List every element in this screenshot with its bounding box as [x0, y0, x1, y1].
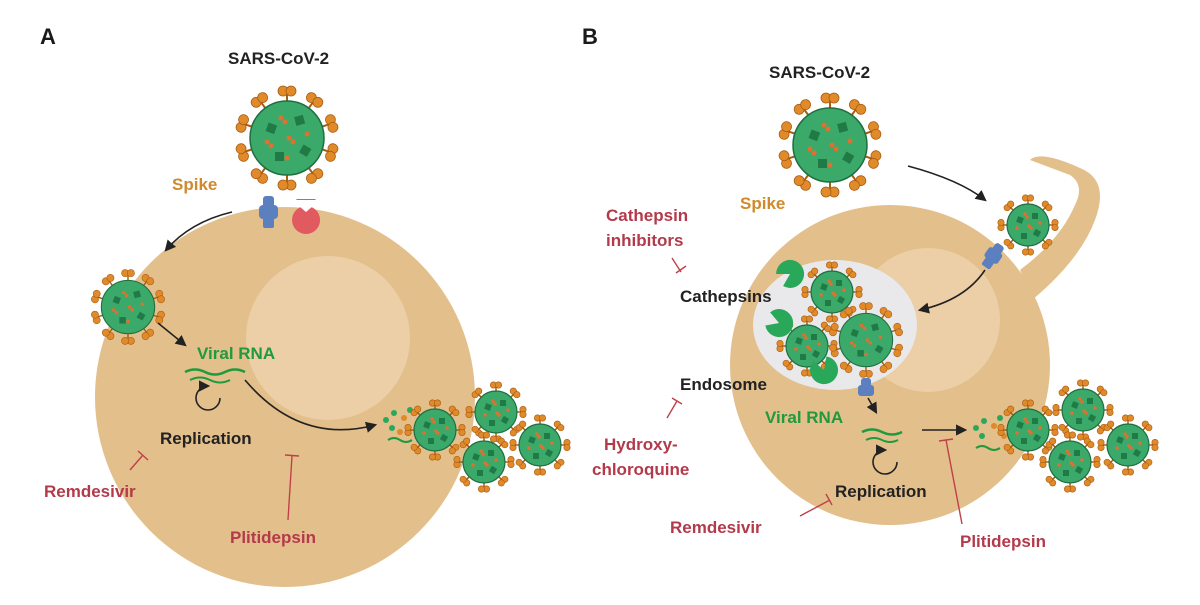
panel-b-arrow-rna — [866, 397, 878, 414]
panel-a: A SARS-CoV-2 Spike Viral RNA Replication — [40, 24, 571, 587]
panel-b-arrow-approach — [907, 165, 987, 202]
panel-a-protease — [292, 199, 321, 234]
panel-b-spike-label: Spike — [740, 194, 785, 213]
panel-b-remdesivir-inhibitor — [799, 493, 833, 517]
panel-b-cathepsins-label: Cathepsins — [680, 287, 772, 306]
panel-a-remdesivir-label: Remdesivir — [44, 482, 136, 501]
panel-a-remdesivir-inhibitor — [129, 450, 149, 471]
panel-b-endosome-label: Endosome — [680, 375, 767, 394]
panel-b-cathepsin-inhibitors-line2: inhibitors — [606, 231, 683, 250]
panel-a-replication-label: Replication — [160, 429, 252, 448]
panel-a-plitidepsin-inhibitor — [284, 454, 300, 521]
panel-a-nucleus — [246, 256, 410, 420]
panel-b-cathepsin-inhibitor-symbol — [671, 257, 687, 274]
panel-a-ace2-receptor — [259, 196, 278, 228]
panel-b: B SARS-CoV-2 Spike Ca — [582, 24, 1159, 551]
panel-b-label: B — [582, 24, 598, 49]
panel-b-cell-protrusion — [1020, 156, 1100, 300]
panel-a-viral-rna-label: Viral RNA — [197, 344, 275, 363]
panel-a-arrow-entry — [164, 211, 233, 252]
panel-a-arrow-exit — [244, 379, 378, 433]
panel-b-hydroxychloroquine-line1: Hydroxy- — [604, 435, 678, 454]
panel-b-rna-strand — [861, 428, 903, 436]
panel-a-label: A — [40, 24, 56, 49]
panel-b-remdesivir-label: Remdesivir — [670, 518, 762, 537]
panel-b-arrow-endocytosis — [917, 269, 986, 314]
panel-b-virus-label: SARS-CoV-2 — [769, 63, 870, 82]
panel-a-arrow-rna — [157, 322, 187, 347]
panel-a-rna-strand — [184, 368, 246, 376]
panel-b-replication-cycle-icon — [872, 444, 898, 475]
panel-b-plitidepsin-inhibitor — [938, 438, 963, 525]
panel-b-endosome-receptor — [858, 378, 874, 396]
panel-b-virus-exit-3 — [1039, 431, 1101, 493]
panel-b-hydroxychloroquine-line2: chloroquine — [592, 460, 689, 479]
panel-b-viral-rna-label: Viral RNA — [765, 408, 843, 427]
panel-b-virus-exit-4 — [1097, 414, 1159, 476]
panel-b-virus-top — [776, 92, 884, 198]
panel-a-spike-label: Spike — [172, 175, 217, 194]
panel-b-virus-exit-2 — [1052, 379, 1114, 441]
panel-b-replication-label: Replication — [835, 482, 927, 501]
panel-a-replication-cycle-icon — [195, 380, 221, 411]
panel-a-virus-top — [233, 85, 341, 191]
panel-b-plitidepsin-label: Plitidepsin — [960, 532, 1046, 551]
panel-a-virus-label: SARS-CoV-2 — [228, 49, 329, 68]
panel-a-plitidepsin-label: Plitidepsin — [230, 528, 316, 547]
panel-b-virus-assembly — [973, 415, 1007, 451]
panel-b-hydroxychloroquine-inhibitor-symbol — [666, 397, 683, 419]
panel-b-ace2-receptor — [981, 243, 1004, 270]
panel-b-cathepsin-inhibitors-line1: Cathepsin — [606, 206, 688, 225]
panel-a-virus-exit-4 — [509, 414, 571, 476]
